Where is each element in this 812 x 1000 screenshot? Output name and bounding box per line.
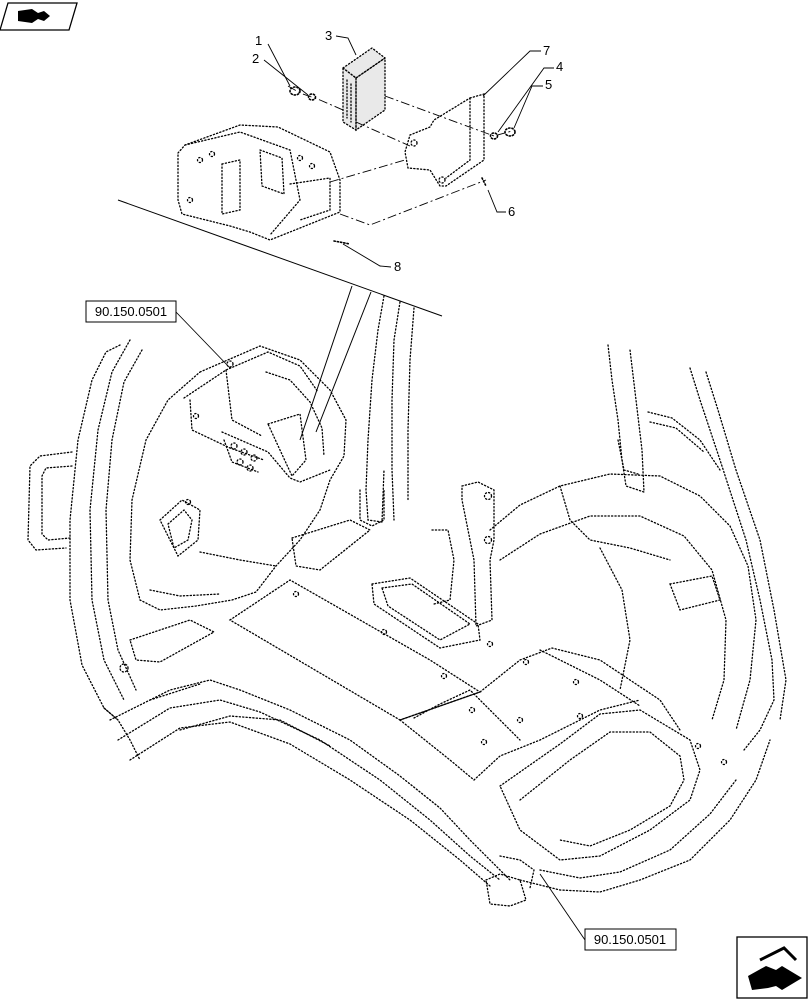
callout-3: 3 [325,28,332,43]
bracket [404,93,485,187]
washer [489,132,499,140]
nut [289,86,301,96]
callout-4: 4 [556,59,563,74]
callout-numbers: 1 2 3 4 5 6 7 8 [252,28,563,274]
reference-lower[interactable]: 90.150.0501 [584,928,677,951]
callout-2: 2 [252,51,259,66]
callout-leaders [263,35,554,268]
exploded-detail [177,47,516,245]
reference-upper-leader [175,311,231,369]
mounting-plate [177,124,341,241]
bolt [333,240,351,245]
reference-lower-label: 90.150.0501 [594,932,666,947]
next-page-arrow-icon[interactable] [736,936,808,999]
callout-6: 6 [508,204,515,219]
column-bracket [431,481,495,627]
reference-upper-label: 90.150.0501 [95,304,167,319]
callout-5: 5 [545,77,552,92]
side-console [129,345,347,611]
cab-floor [27,295,787,907]
callout-7: 7 [543,43,550,58]
reference-upper[interactable]: 90.150.0501 [85,300,177,323]
detail-connector [117,199,443,441]
reference-lower-leader [539,873,586,941]
book-page-arrow-icon[interactable] [0,2,78,31]
washer [307,93,317,101]
callout-8: 8 [394,259,401,274]
electronic-module [341,47,387,132]
nut [504,127,516,137]
callout-1: 1 [255,33,262,48]
screw [481,177,487,187]
